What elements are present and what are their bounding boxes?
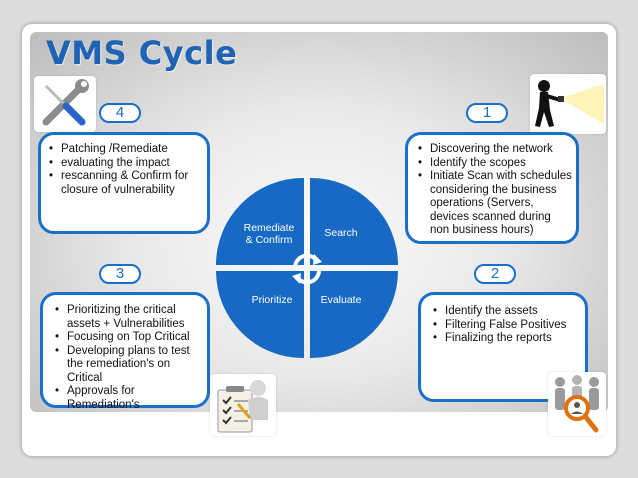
step-3-list: Prioritizing the critical assets + Vulne… (55, 304, 203, 412)
slide-title: VMS Cycle (46, 34, 238, 72)
quadrant-label: Remediate & Confirm (243, 222, 295, 246)
list-item: Discovering the network (418, 143, 572, 157)
step-1-list: Discovering the network Identify the sco… (418, 143, 572, 238)
list-item: Approvals for Remediation's (55, 385, 203, 412)
step-number-3: 3 (99, 264, 141, 284)
list-item: Identify the scopes (418, 157, 572, 171)
wrench-screwdriver-icon (34, 76, 96, 132)
list-item: Prioritizing the critical assets + Vulne… (55, 304, 203, 331)
quadrant-label: Evaluate (320, 294, 362, 306)
checklist-person-icon (210, 374, 276, 436)
quadrant-label: Search (324, 227, 358, 239)
list-item: Focusing on Top Critical (55, 331, 203, 345)
step-box-1: Discovering the network Identify the sco… (405, 132, 579, 244)
step-box-4: Patching /Remediate evaluating the impac… (38, 132, 210, 234)
step-box-3: Prioritizing the critical assets + Vulne… (40, 292, 210, 411)
quadrant-evaluate: Evaluate (310, 271, 398, 358)
quadrant-label: Prioritize (251, 294, 293, 306)
list-item: Developing plans to test the remediation… (55, 345, 203, 386)
step-number-2: 2 (474, 264, 516, 284)
step-number-1: 1 (466, 103, 508, 123)
step-2-list: Identify the assets Filtering False Posi… (433, 305, 581, 346)
cycle-arrows-icon (287, 250, 327, 288)
step-number-4: 4 (99, 103, 141, 123)
step-4-list: Patching /Remediate evaluating the impac… (49, 143, 201, 197)
list-item: Patching /Remediate (49, 143, 201, 157)
list-item: Finalizing the reports (433, 332, 581, 346)
list-item: Identify the assets (433, 305, 581, 319)
list-item: rescanning & Confirm for closure of vuln… (49, 170, 201, 197)
list-item: Initiate Scan with schedules considering… (418, 170, 572, 238)
list-item: evaluating the impact (49, 157, 201, 171)
searchlight-person-icon (530, 74, 606, 134)
magnifier-people-icon (548, 372, 606, 436)
list-item: Filtering False Positives (433, 319, 581, 333)
